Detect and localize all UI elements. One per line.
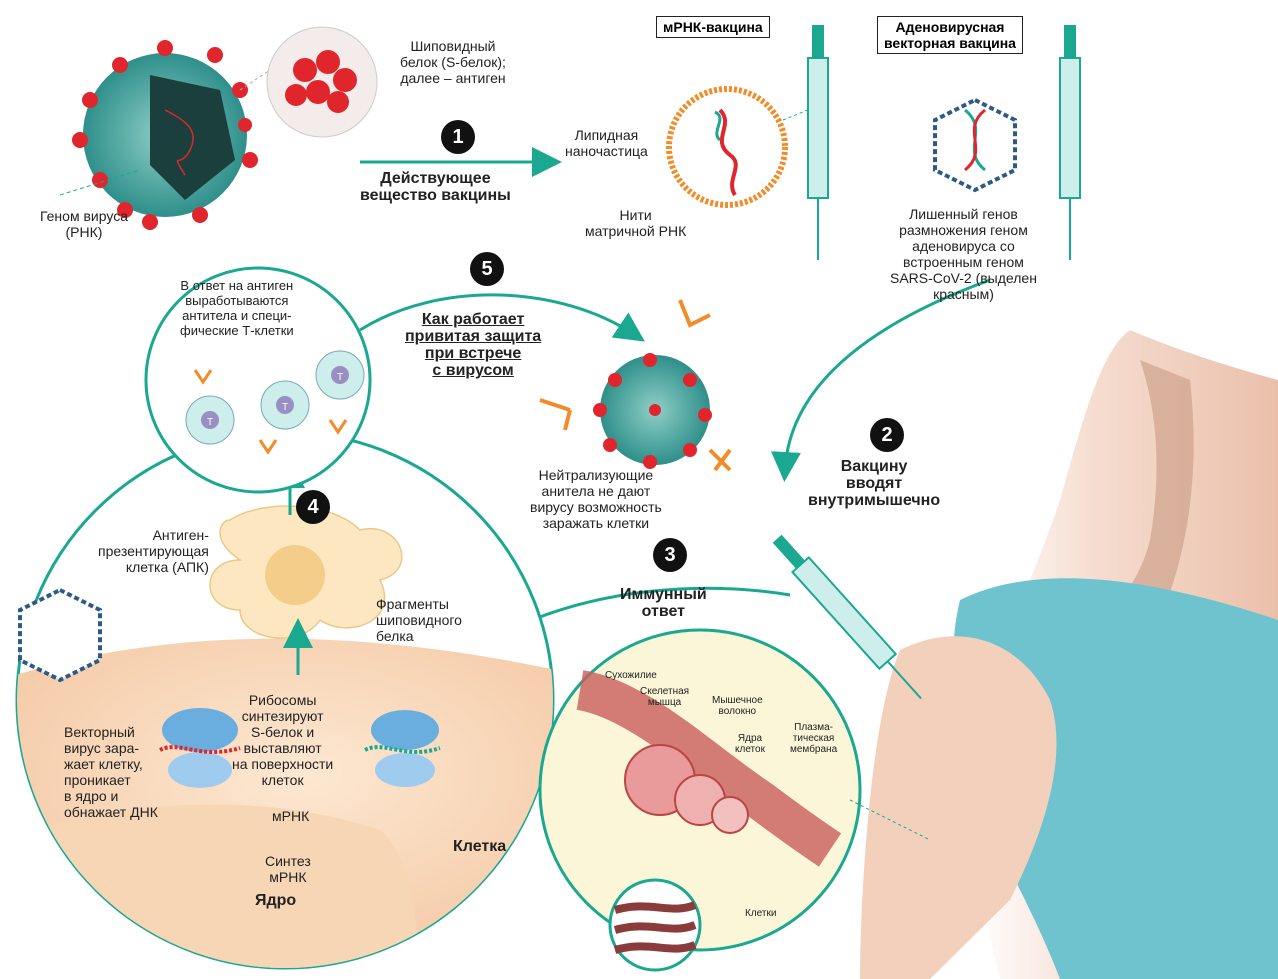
tcell-letter-1: T bbox=[337, 372, 343, 383]
lipid-nanoparticle-label: Липидная наночастица bbox=[565, 127, 648, 159]
step5-arrow bbox=[359, 293, 645, 342]
step2-arrow bbox=[771, 278, 991, 482]
tcell-letter-2: T bbox=[207, 417, 213, 428]
muscle-fiber-label: Мышечное волокно bbox=[712, 695, 763, 717]
antibody-circle bbox=[144, 266, 372, 494]
step2-label: Вакцину вводят внутримышечно bbox=[808, 458, 941, 509]
neutralized-virus bbox=[539, 299, 732, 472]
vector-virus-hexagon bbox=[18, 587, 102, 683]
injection-syringe bbox=[772, 534, 922, 700]
cell-label: Клетка bbox=[453, 838, 507, 855]
mrna-label: мРНК bbox=[272, 808, 310, 824]
antibody-response-label: В ответ на антиген выработываются антите… bbox=[180, 278, 294, 338]
syringe-adeno bbox=[1059, 25, 1081, 260]
mrna-vaccine-title: мРНК-вакцина bbox=[656, 16, 770, 38]
coronavirus-illustration bbox=[59, 26, 378, 230]
virus-genome-label: Геном вируса (РНК) bbox=[40, 208, 128, 240]
muscle-circle bbox=[538, 628, 862, 972]
syringe-mrna bbox=[782, 25, 829, 260]
ribosomes-label: Рибосомы синтезируют S-белок и выставляю… bbox=[232, 692, 334, 788]
cell-circle bbox=[15, 430, 555, 970]
tendon-label: Сухожилие bbox=[605, 670, 657, 681]
spike-protein-label: Шиповидный белок (S-белок); далее – анти… bbox=[400, 38, 506, 86]
cells-label: Клетки bbox=[745, 908, 777, 919]
adeno-genome-label: Лишенный генов размножения геном аденови… bbox=[890, 206, 1037, 302]
step5-number: 5 bbox=[470, 252, 504, 286]
adeno-vaccine-title: Аденовирусная векторная вакцина bbox=[877, 16, 1023, 54]
step5-label: Как работает привитая защита при встрече… bbox=[405, 311, 542, 379]
cell-nuclei-label: Ядра клеток bbox=[735, 733, 765, 755]
person-illustration bbox=[860, 330, 1278, 979]
plasma-membrane-label: Плазма- тическая мембрана bbox=[790, 722, 838, 755]
apc-cell bbox=[209, 505, 403, 639]
spike-fragments-label: Фрагменты шиповидного белка bbox=[376, 596, 462, 644]
adenovirus-vector bbox=[933, 97, 1017, 193]
skeletal-muscle-label: Скелетная мышца bbox=[640, 686, 690, 708]
ribosomes bbox=[159, 708, 441, 788]
nucleus-label: Ядро bbox=[255, 892, 297, 909]
neutralizing-label: Нейтрализующие анитела не дают вирусу во… bbox=[530, 467, 662, 531]
apc-label: Антиген- презентирующая клетка (АПК) bbox=[98, 527, 209, 575]
step4-number: 4 bbox=[296, 490, 330, 524]
step3-label: Иммунный ответ bbox=[620, 586, 707, 620]
dotted-link bbox=[849, 799, 931, 841]
step1-number: 1 bbox=[441, 120, 475, 154]
step1-label: Действующее вещество вакцины bbox=[360, 170, 511, 204]
step3-number: 3 bbox=[653, 538, 687, 572]
lipid-nanoparticle bbox=[666, 86, 788, 208]
mrna-synthesis-label: Синтез мРНК bbox=[265, 853, 311, 885]
step2-number: 2 bbox=[870, 418, 904, 452]
mrna-strands-label: Нити матричной РНК bbox=[585, 207, 687, 239]
vector-virus-label: Векторный вирус зара- жает клетку, прони… bbox=[64, 724, 158, 820]
step3-arrow bbox=[509, 586, 791, 632]
tcell-letter-3: T bbox=[282, 402, 288, 413]
